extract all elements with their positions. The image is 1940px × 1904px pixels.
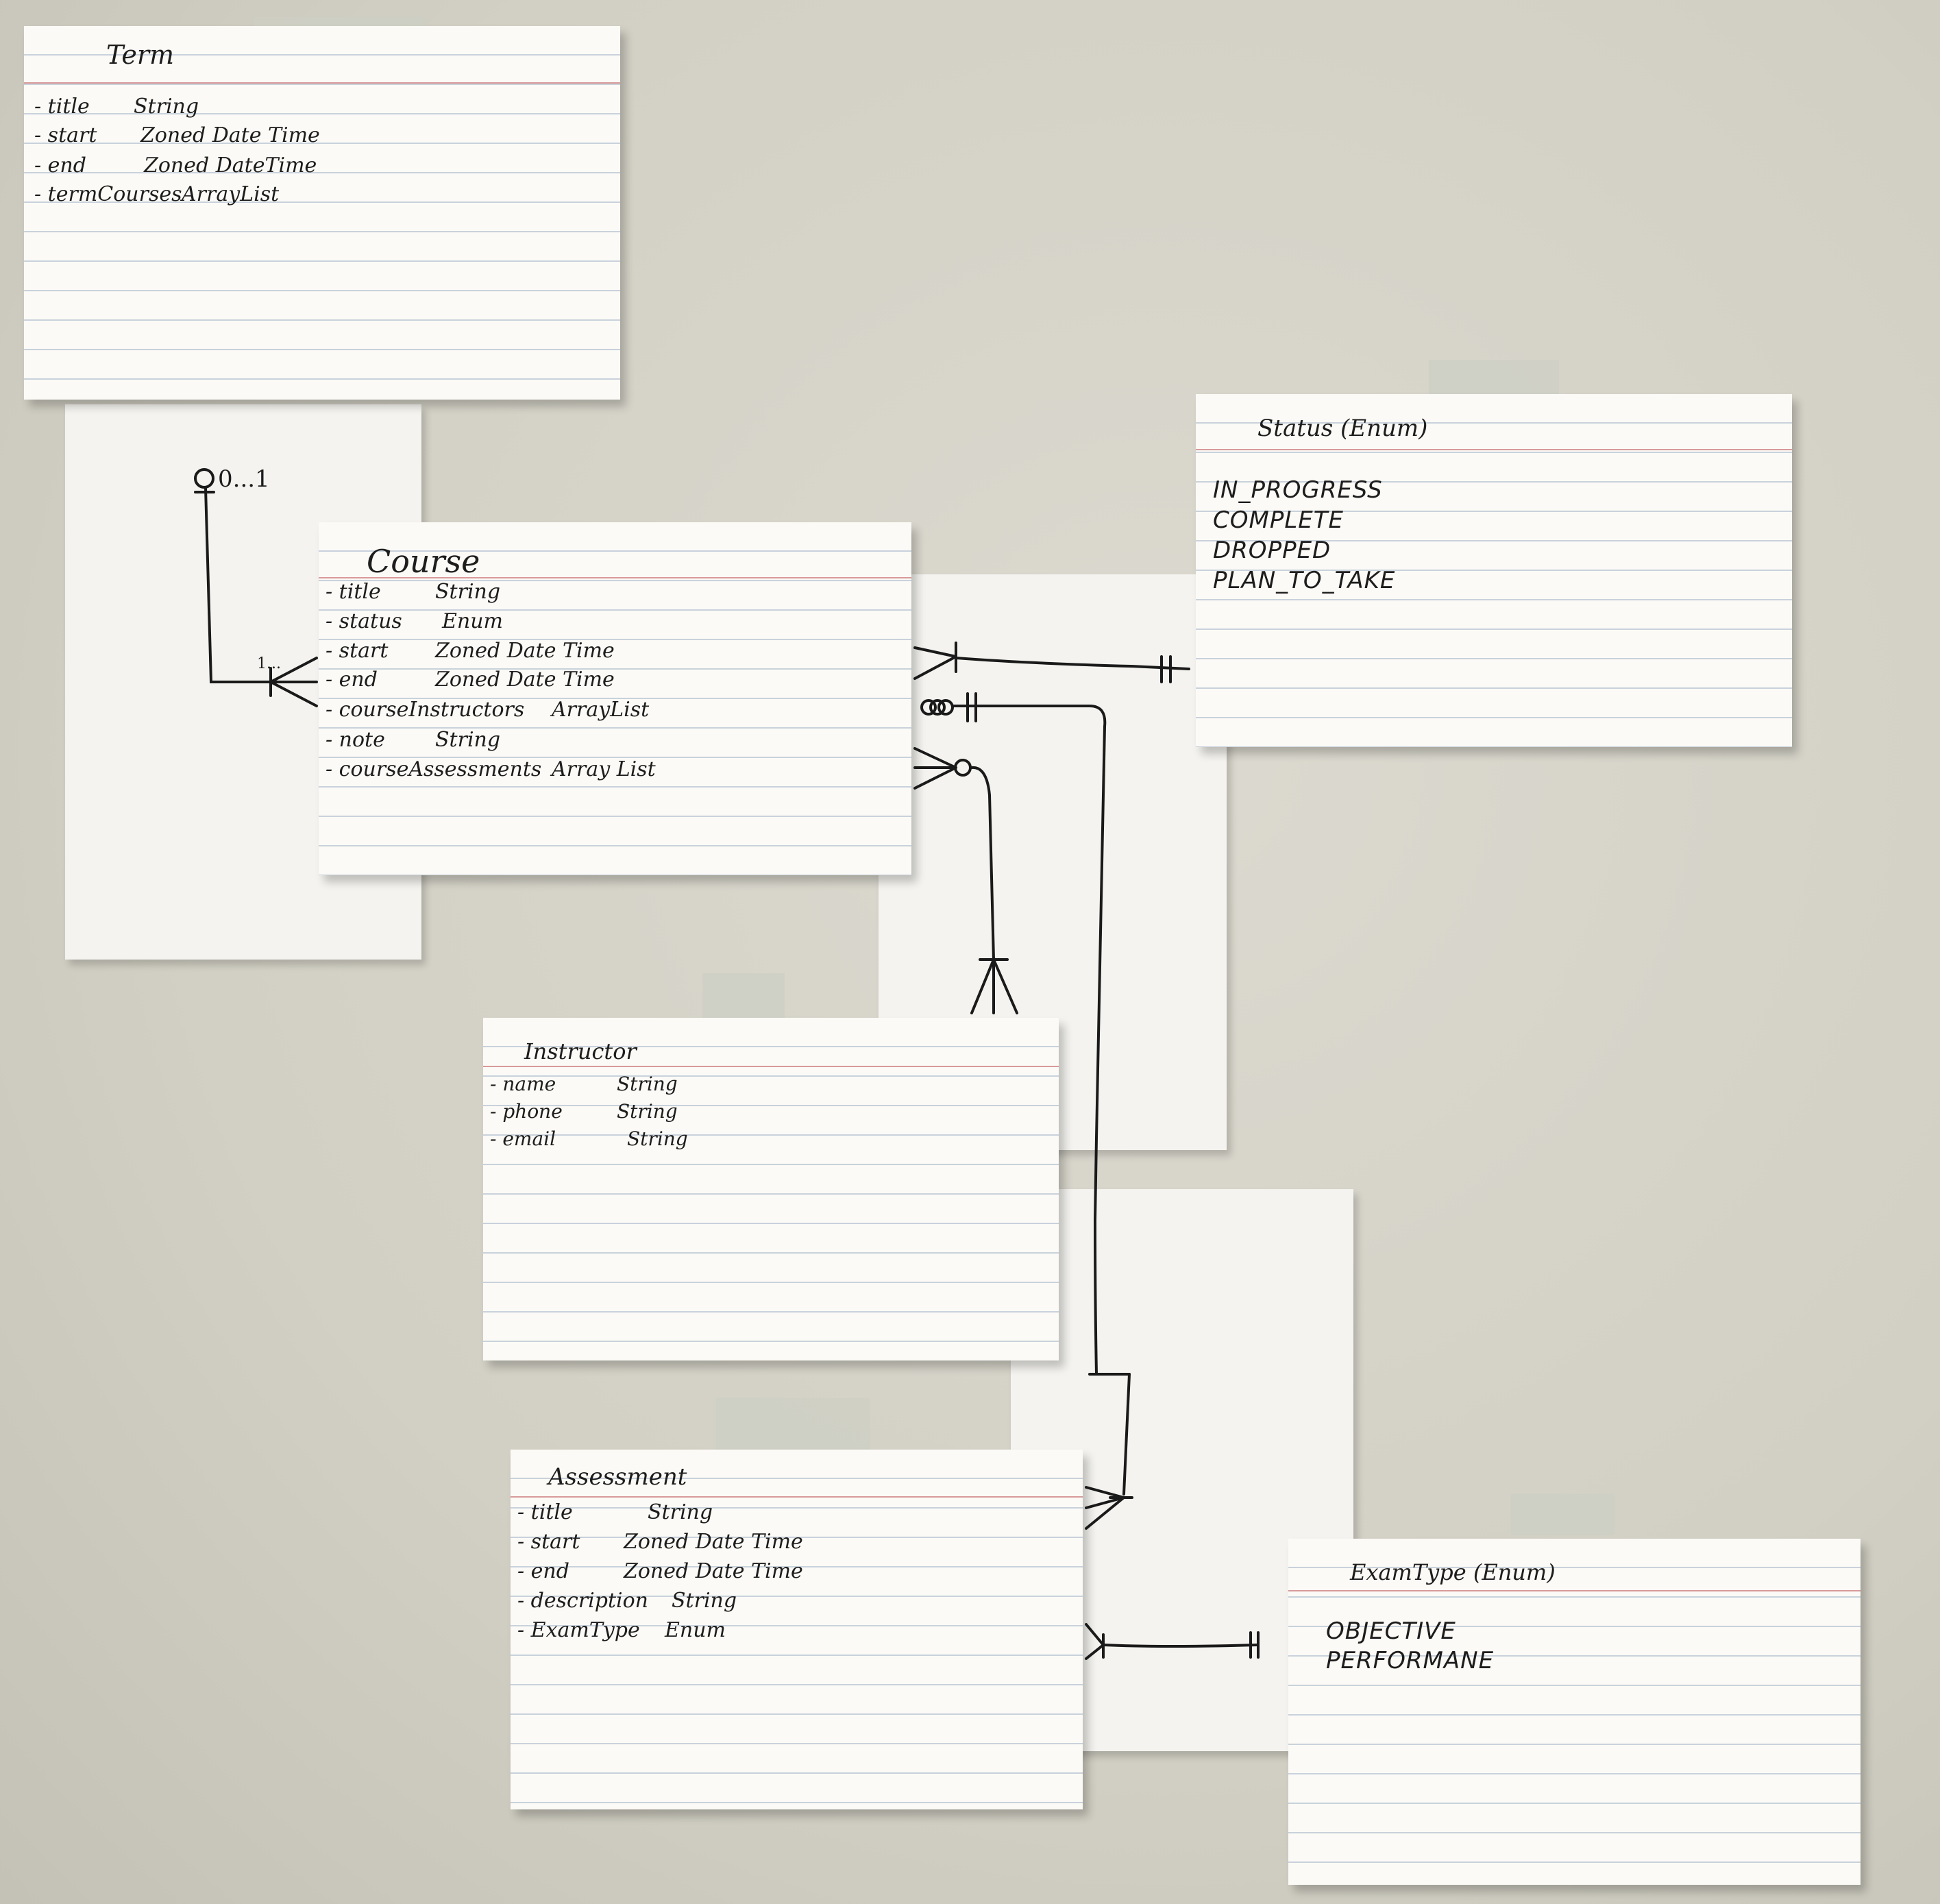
term-field-name: - end (34, 154, 86, 178)
zero-circle-mark (929, 699, 946, 716)
course-instructor-relationship (920, 692, 1131, 1496)
assessment-field-type: Zoned Date Time (624, 1559, 803, 1583)
card-header-line (511, 1496, 1083, 1498)
course-field-name: - status (326, 609, 402, 633)
instructor-field-name: - email (490, 1127, 556, 1150)
term-field-type: Zoned DateTime (144, 154, 317, 178)
connector-line (953, 705, 1107, 1139)
course-field-type: Zoned Date Time (435, 668, 615, 692)
assessment-field-type: Zoned Date Time (624, 1530, 803, 1554)
connector-line (970, 766, 995, 961)
term-field-type: ArrayList (182, 182, 280, 206)
instructor-card: Instructor - name String - phone String … (483, 1018, 1059, 1360)
connector-line (955, 657, 1190, 670)
course-status-relationship (913, 642, 1190, 683)
instructor-field-name: - phone (490, 1100, 563, 1123)
term-course-relationship (194, 468, 318, 707)
course-field-name: - end (326, 668, 378, 692)
course-field-type: Array List (552, 757, 656, 781)
term-field-name: - start (34, 123, 97, 147)
course-title: Course (367, 543, 480, 580)
status-value: COMPLETE (1213, 506, 1345, 534)
examtype-value: OBJECTIVE (1326, 1618, 1456, 1645)
course-field-name: - start (326, 639, 389, 663)
term-field-name: - title (34, 95, 90, 119)
course-field-type: String (435, 728, 501, 752)
card-header-line (1288, 1590, 1861, 1591)
assessment-field-type: Enum (665, 1618, 726, 1642)
course-field-name: - title (326, 580, 381, 604)
instructor-field-type: String (617, 1073, 678, 1095)
course-multiplicity-label: 1... (257, 655, 281, 672)
course-field-name: - courseAssessments (326, 757, 542, 781)
connector-line (1122, 1373, 1131, 1496)
course-field-name: - note (326, 728, 385, 752)
crowfoot-mark (913, 646, 957, 680)
zero-circle-mark (920, 699, 937, 716)
zero-circle-mark (937, 699, 954, 716)
assessment-title: Assessment (548, 1463, 687, 1491)
card-header-line (483, 1066, 1059, 1067)
assessment-examtype-relationship (1085, 1623, 1260, 1660)
assessment-field-name: - title (517, 1500, 573, 1524)
card-header-line (1196, 449, 1792, 450)
connector-line (1102, 1644, 1259, 1648)
crowfoot-mark (1085, 1623, 1105, 1660)
instructor-field-type: String (617, 1100, 678, 1123)
crowfoot-mark (1085, 1486, 1125, 1530)
course-assessment-relationship (913, 747, 1018, 1014)
course-field-type: ArrayList (552, 698, 650, 722)
instructor-title: Instructor (524, 1038, 637, 1064)
course-field-type: String (435, 580, 501, 604)
status-title: Status (Enum) (1257, 415, 1428, 442)
assessment-card: Assessment - title String - start Zoned … (511, 1450, 1083, 1809)
term-field-type: Zoned Date Time (140, 123, 320, 147)
term-field-name: - termCourses (34, 182, 182, 206)
connector-line (204, 487, 272, 683)
crowfoot-mark (269, 657, 318, 707)
course-field-name: - courseInstructors (326, 698, 525, 722)
assessment-field-name: - ExamType (517, 1618, 640, 1642)
tape-strip (702, 973, 785, 1018)
course-card: Course - title String - status Enum - st… (319, 522, 911, 875)
connector-line (1093, 1136, 1098, 1376)
assessment-link-relationship (1085, 1486, 1133, 1530)
zero-circle-mark (954, 759, 972, 777)
assessment-field-name: - description (517, 1589, 649, 1613)
course-field-type: Enum (442, 609, 503, 633)
assessment-field-type: String (648, 1500, 713, 1524)
term-field-type: String (134, 95, 199, 119)
term-title: Term (106, 40, 175, 70)
status-card: Status (Enum) IN_PROGRESS COMPLETE DROPP… (1196, 394, 1792, 747)
card-header-line (319, 577, 911, 578)
zero-circle-mark (194, 468, 214, 489)
status-value: DROPPED (1213, 537, 1331, 564)
crowfoot-mark (970, 958, 1018, 1014)
examtype-title: ExamType (Enum) (1350, 1559, 1556, 1585)
assessment-field-name: - end (517, 1559, 569, 1583)
status-value: IN_PROGRESS (1213, 476, 1383, 504)
instructor-field-name: - name (490, 1073, 556, 1095)
instructor-field-type: String (627, 1127, 688, 1150)
course-field-type: Zoned Date Time (435, 639, 615, 663)
card-header-line (24, 82, 620, 84)
status-value: PLAN_TO_TAKE (1213, 567, 1396, 594)
examtype-value: PERFORMANE (1326, 1647, 1495, 1674)
assessment-field-name: - start (517, 1530, 580, 1554)
crowfoot-mark (913, 747, 957, 790)
term-card: Term - title String - start Zoned Date T… (24, 26, 620, 400)
assessment-field-type: String (672, 1589, 737, 1613)
tape-strip (1511, 1494, 1614, 1535)
term-multiplicity-label: 0...1 (218, 465, 270, 493)
examtype-card: ExamType (Enum) OBJECTIVE PERFORMANE (1288, 1539, 1861, 1885)
